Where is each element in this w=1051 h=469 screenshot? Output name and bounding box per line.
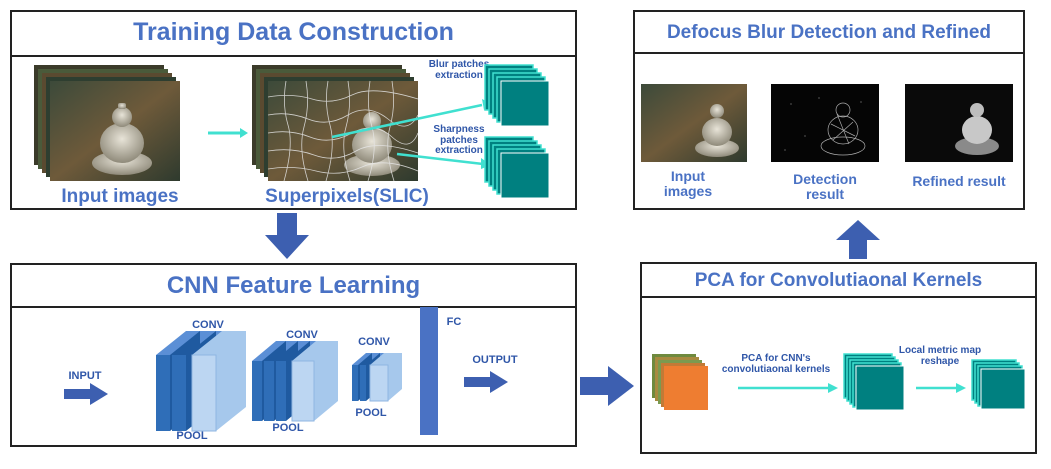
pca-title-divider [642,296,1035,298]
cnn-input-arrow [64,383,108,405]
defocus-input-image [641,84,747,162]
pool2-label: POOL [272,422,304,434]
cnn-title-divider [12,306,575,308]
conv2-label: CONV [286,329,318,341]
fc-layer-bar [420,307,438,435]
sharpness-patches-label: Sharpness patches extraction [433,124,485,156]
refined-result-label: Refined result [912,173,1006,189]
pool1-label: POOL [176,430,208,442]
pca-step2-arrow [916,383,966,393]
pca-panel: PCA for Convolutiaonal Kernels PCA for C… [640,262,1037,454]
kernel-stack-teal [843,353,905,411]
input-images-stack [34,65,180,181]
training-data-title: Training Data Construction [133,18,454,46]
arrow-pca-to-defocus [836,220,880,259]
superpixels-label: Superpixels(SLIC) [265,186,429,207]
pca-step1-label: PCA for CNN's convolutiaonal kernels [721,353,831,375]
arrow-input-to-superpixels [208,128,248,138]
training-title-divider [12,55,575,57]
pca-title: PCA for Convolutiaonal Kernels [694,270,983,291]
pca-step1-arrow [738,383,838,393]
defocus-detection-panel: Defocus Blur Detection and Refined Input… [633,10,1025,210]
arrow-cnn-to-pca [580,366,634,406]
sharpness-patches-stack [484,136,550,199]
kernel-stack-orange [652,354,708,410]
pca-step2-label: Local metric map reshape [898,345,982,367]
input-images-label: Input images [61,186,179,207]
conv-block-2 [252,341,338,422]
cnn-input-label: INPUT [68,370,102,382]
conv-block-1 [156,331,246,432]
blur-patches-stack [484,64,550,127]
refined-result-image [905,84,1013,162]
pool3-label: POOL [355,407,387,419]
conv3-label: CONV [358,336,390,348]
detection-result-label: Detection result [793,171,857,202]
cnn-output-label: OUTPUT [472,354,518,366]
cnn-feature-panel: CNN Feature Learning INPUT CONV POOL CON… [10,263,577,447]
training-data-panel: Training Data Construction Input images [10,10,577,210]
detection-result-image [771,84,879,162]
defocus-input-label: Input images [663,168,713,199]
defocus-detection-title: Defocus Blur Detection and Refined [666,22,992,43]
superpixels-stack [252,65,419,182]
defocus-title-divider [635,52,1023,54]
conv1-label: CONV [192,319,224,331]
metric-map-stack [971,359,1026,410]
arrow-training-to-cnn [265,213,309,259]
fc-label: FC [446,316,462,328]
conv-block-3 [352,353,402,402]
cnn-feature-title: CNN Feature Learning [166,272,421,299]
cnn-output-arrow [464,371,508,393]
blur-patches-label: Blur patches extraction [428,59,490,81]
